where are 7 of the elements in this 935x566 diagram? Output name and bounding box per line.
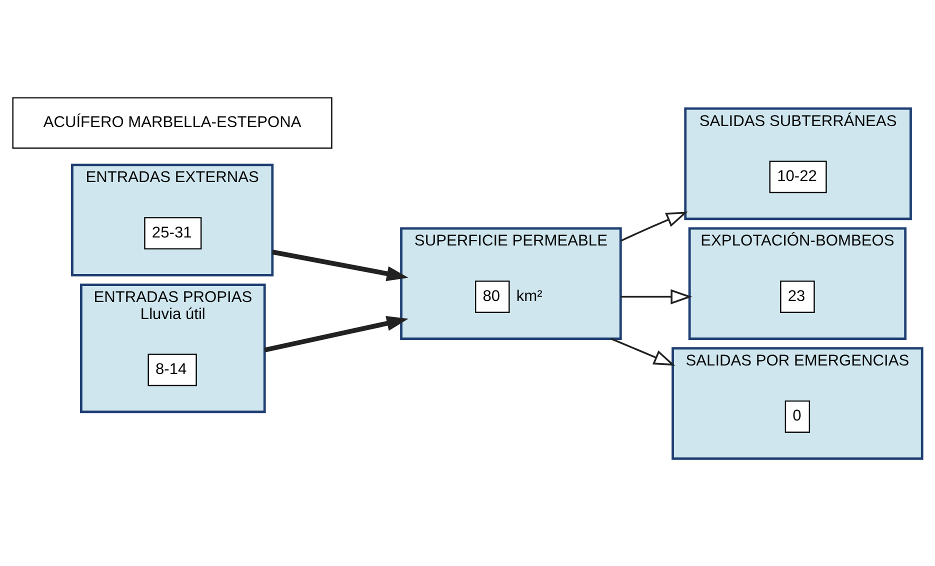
arrow xyxy=(264,316,408,352)
node-label: km² xyxy=(516,288,542,305)
arrow xyxy=(610,338,676,366)
arrow xyxy=(620,212,688,242)
arrow xyxy=(272,250,408,282)
arrow xyxy=(620,289,692,304)
node-box: ACUÍFERO MARBELLA-ESTEPONA xyxy=(12,97,332,149)
